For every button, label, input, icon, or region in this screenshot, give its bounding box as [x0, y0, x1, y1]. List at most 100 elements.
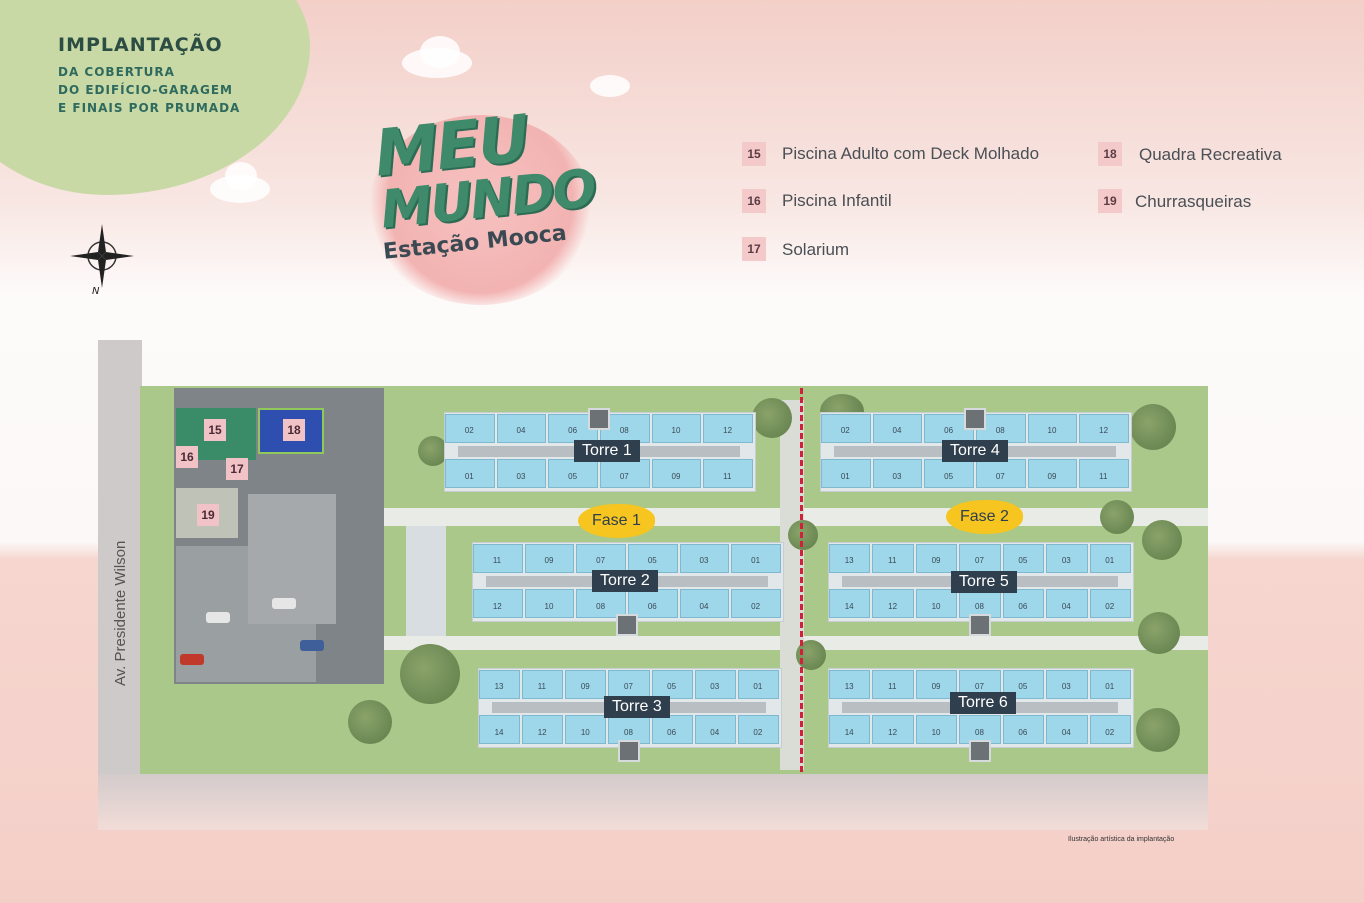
apartment-unit: [872, 459, 923, 488]
stair-core: [616, 614, 638, 636]
unit-number: 12: [723, 426, 733, 435]
apartment-unit: [679, 589, 730, 618]
unit-number: 01: [751, 556, 761, 565]
apartment-unit: [829, 589, 871, 618]
apartment-unit: [445, 414, 495, 443]
unit-number: 06: [647, 602, 657, 611]
unit-number: 09: [580, 682, 590, 691]
street-bottom: [98, 774, 1208, 830]
unit-number: 09: [671, 472, 681, 481]
tower-label: Torre 6: [950, 692, 1016, 714]
unit-number: 05: [667, 682, 677, 691]
apartment-unit: [628, 589, 678, 618]
unit-number: 08: [619, 426, 629, 435]
unit-number: 07: [624, 682, 633, 691]
logo-badge: [368, 115, 593, 305]
unit-number: 03: [892, 472, 902, 481]
unit-number: 08: [975, 602, 984, 611]
car: [206, 612, 230, 623]
apartment-unit: [651, 670, 693, 699]
legend-number: 16: [742, 189, 766, 213]
car: [300, 640, 324, 651]
legend-label: Quadra Recreativa: [1139, 145, 1282, 164]
logo: MEU MUNDO Estação Mooca: [371, 102, 597, 265]
apartment-unit: [829, 715, 871, 744]
unit-number: 03: [710, 682, 720, 691]
playground: [406, 526, 446, 636]
unit-number: 04: [1061, 728, 1071, 737]
apartment-unit: [1027, 459, 1078, 488]
unit-number: 02: [753, 728, 763, 737]
unit-number: 09: [931, 682, 941, 691]
stair-core: [969, 614, 991, 636]
tower-label: Torre 3: [604, 696, 670, 718]
apartment-unit: [872, 544, 914, 573]
unit-number: 01: [753, 682, 763, 691]
unit-number: 08: [975, 728, 984, 737]
apartment-unit: [829, 670, 871, 699]
unit-number: 11: [492, 556, 502, 565]
phase-label: Fase 2: [946, 500, 1023, 534]
car: [180, 654, 204, 665]
apartment-unit: [565, 715, 607, 744]
unit-number: 10: [544, 602, 554, 611]
amenity-marker: 18: [283, 419, 305, 441]
unit-number: 14: [494, 728, 504, 737]
unit-number: 12: [888, 602, 898, 611]
unit-number: 04: [516, 426, 526, 435]
apartment-unit: [737, 715, 779, 744]
apartment-unit: [872, 414, 923, 443]
apartment-unit: [703, 414, 753, 443]
apartment-unit: [1046, 715, 1088, 744]
unit-number: 02: [1105, 602, 1115, 611]
unit-number: 07: [596, 556, 606, 565]
apartment-unit: [915, 544, 958, 573]
unit-number: 11: [888, 682, 897, 691]
legend-label: Churrasqueiras: [1135, 192, 1252, 211]
unit-number: 14: [844, 602, 854, 611]
unit-number: 06: [1018, 602, 1028, 611]
stair-core: [618, 740, 640, 762]
unit-number: 13: [844, 556, 854, 565]
apartment-unit: [737, 670, 779, 699]
unit-number: 09: [544, 556, 554, 565]
unit-number: 12: [1099, 426, 1109, 435]
apartment-unit: [548, 459, 598, 488]
caption: Ilustração artística da implantação: [1068, 836, 1175, 843]
apartment-unit: [872, 715, 914, 744]
unit-number: 11: [723, 472, 732, 481]
apartment-unit: [872, 670, 914, 699]
unit-number: 02: [840, 426, 850, 435]
stair-core: [969, 740, 991, 762]
unit-number: 04: [1061, 602, 1071, 611]
unit-number: 12: [537, 728, 547, 737]
apartment-unit: [679, 544, 730, 573]
unit-number: 07: [975, 556, 984, 565]
unit-number: 03: [1061, 556, 1071, 565]
subtitle-line-3: E FINAIS POR PRUMADA: [58, 101, 241, 115]
apartment-unit: [1089, 544, 1131, 573]
unit-number: 05: [1018, 682, 1028, 691]
unit-number: 11: [888, 556, 897, 565]
apartment-unit: [565, 670, 607, 699]
apartment-unit: [524, 544, 575, 573]
apartment-unit: [524, 589, 575, 618]
apartment-unit: [694, 670, 736, 699]
unit-number: 10: [931, 602, 941, 611]
legend-number: 18: [1098, 142, 1122, 166]
unit-number: 07: [975, 682, 984, 691]
legend-number: 15: [742, 142, 766, 166]
apartment-unit: [479, 715, 521, 744]
unit-number: 01: [1105, 682, 1115, 691]
unit-number: 02: [751, 602, 761, 611]
unit-number: 06: [568, 426, 578, 435]
unit-number: 09: [1047, 472, 1057, 481]
compass-icon: [68, 220, 138, 300]
unit-number: 05: [568, 472, 578, 481]
legend-label: Solarium: [782, 240, 850, 259]
apartment-unit: [496, 414, 547, 443]
unit-number: 07: [619, 472, 629, 481]
apartment-unit: [651, 459, 702, 488]
subtitle-line-1: DA COBERTURA: [58, 65, 175, 79]
amenity-marker: 15: [204, 419, 226, 441]
